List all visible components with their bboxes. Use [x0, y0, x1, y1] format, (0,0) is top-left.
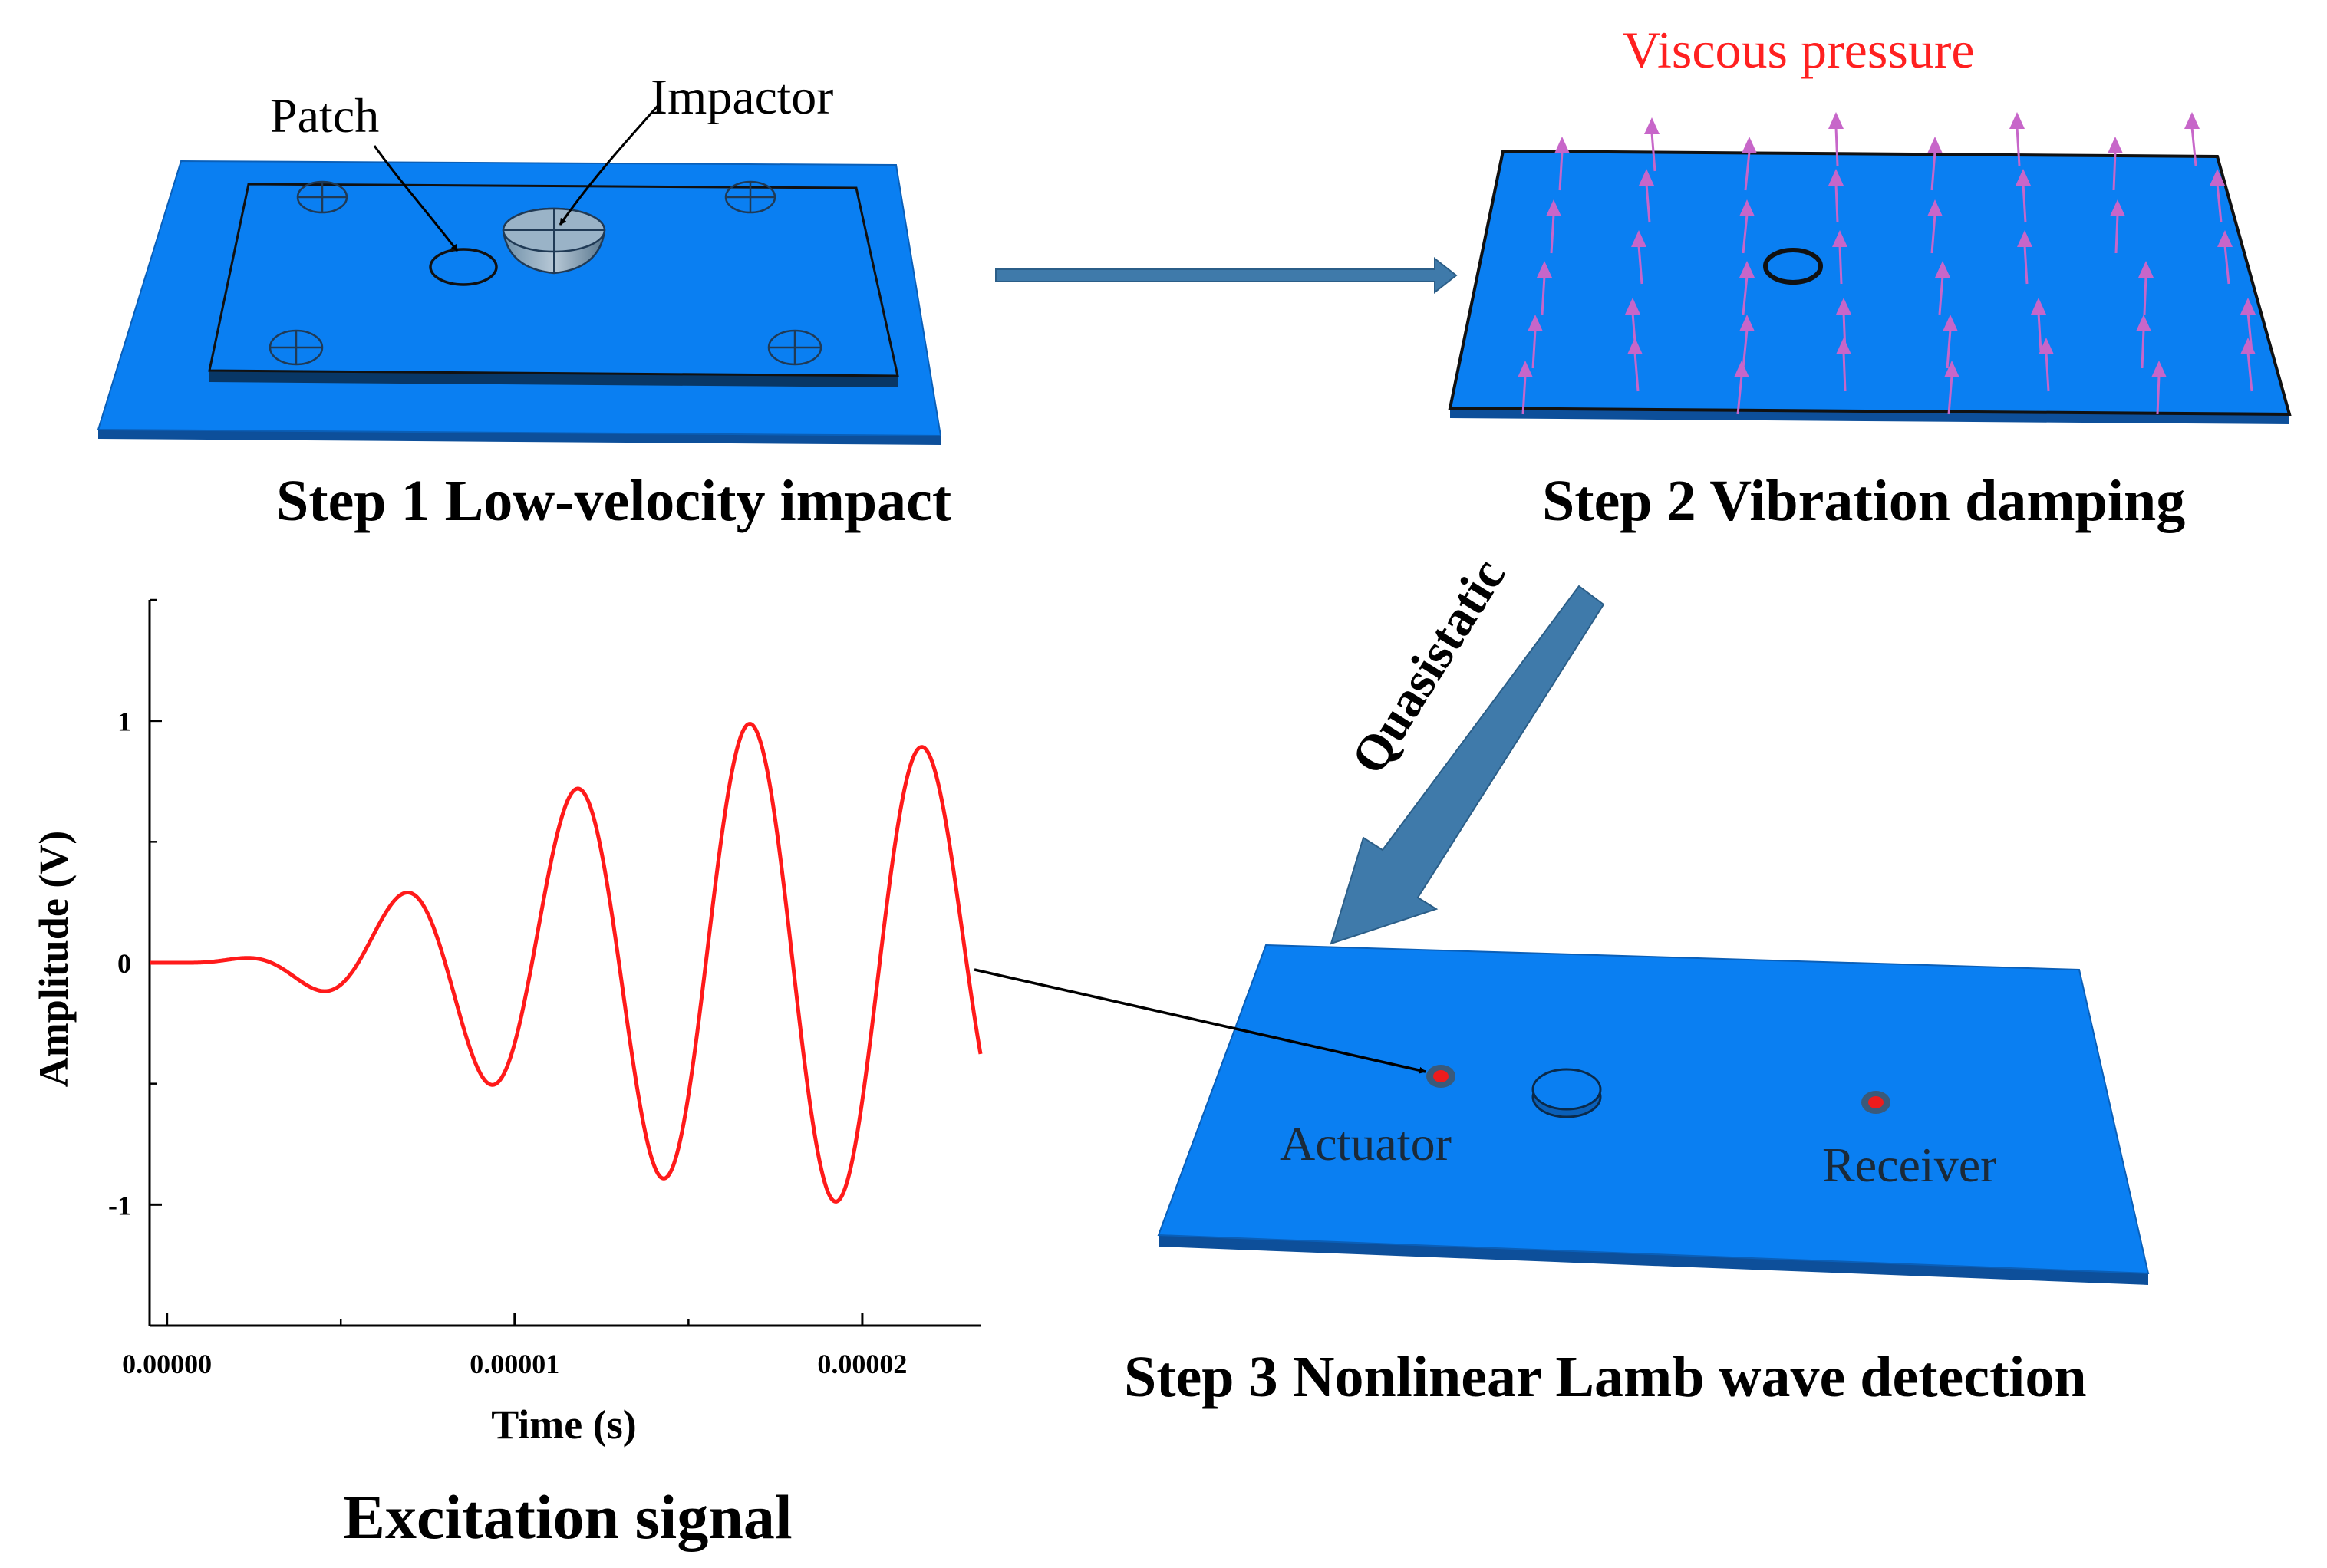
pressure-arrow-icon: [1644, 117, 1660, 172]
x-tick-label: 0.00000: [122, 1349, 212, 1379]
actuator-label: Actuator: [1280, 1116, 1452, 1171]
pressure-arrow-icon: [2210, 169, 2225, 223]
pressure-arrow-icon: [1546, 199, 1561, 254]
step3-plate: [1157, 944, 2150, 1275]
pressure-arrow-icon: [2151, 361, 2167, 415]
pressure-arrow-icon: [1631, 230, 1646, 285]
receiver-icon: [1861, 1091, 1890, 1114]
pressure-arrow-icon: [1742, 137, 1757, 191]
pressure-arrow-icon: [1734, 361, 1749, 415]
pressure-arrow-icon: [1537, 261, 1552, 315]
x-tick-label: 0.00001: [470, 1349, 559, 1379]
step1-base-plate-edge: [98, 430, 941, 445]
y-tick-label: 0: [117, 948, 131, 979]
chart-title: Excitation signal: [343, 1482, 792, 1552]
step2-caption: Step 2 Vibration damping: [1542, 469, 2185, 533]
y-tick-label: 1: [117, 707, 131, 737]
pressure-arrow-icon: [1627, 338, 1643, 392]
patch-icon: [429, 248, 498, 286]
pressure-arrow-icon: [1927, 199, 1943, 254]
damage-patch-icon: [1531, 1068, 1602, 1118]
pressure-arrow-icon: [1739, 261, 1755, 315]
pressure-arrow-icon: [2138, 261, 2154, 315]
pressure-arrow-icon: [1927, 137, 1943, 191]
pressure-arrow-icon: [1554, 137, 1570, 191]
patch-label: Patch: [270, 88, 379, 143]
pressure-arrow-icon: [1836, 338, 1851, 392]
pressure-arrow-icon: [1828, 169, 1844, 223]
chart-ticks: 0.00000 0.00001 0.00002 -1 0 1: [108, 598, 907, 1379]
impactor-leader: [559, 103, 661, 226]
pressure-arrow-icon: [1935, 261, 1950, 315]
pressure-arrow-icon: [2031, 298, 2046, 352]
pressure-arrow-icon: [1739, 315, 1755, 369]
pressure-arrow-icon: [2136, 315, 2151, 369]
quasistatic-arrow: Quasistatic: [1330, 549, 1605, 945]
viscous-pressure-label: Viscous pressure: [1623, 21, 1975, 79]
impactor-icon: [502, 207, 606, 275]
quasistatic-arrow-shape: [1330, 585, 1605, 945]
step3-caption: Step 3 Nonlinear Lamb wave detection: [1124, 1345, 2087, 1409]
chart-xlabel: Time (s): [491, 1402, 636, 1448]
pressure-arrow-icon: [1943, 315, 1958, 369]
pressure-arrow-icon: [2017, 230, 2032, 285]
x-tick-label: 0.00002: [817, 1349, 907, 1379]
pressure-arrow-icon: [1528, 315, 1543, 369]
pressure-arrow-icon: [1832, 230, 1847, 285]
signal-to-actuator-arrow: [974, 968, 1426, 1074]
chart-ylabel: Amplitude (V): [31, 831, 77, 1088]
y-tick-label: -1: [108, 1190, 131, 1220]
step1-laminate: [208, 183, 899, 377]
actuator-icon: [1426, 1065, 1455, 1088]
pressure-arrow-icon: [2039, 338, 2054, 392]
step3-panel: Actuator Receiver Step 3 Nonlinear Lamb …: [1124, 944, 2150, 1409]
flow-arrow-right: [995, 256, 1458, 295]
pressure-arrow-icon: [1828, 112, 1844, 166]
pressure-arrow-icon: [2009, 112, 2025, 166]
step3-plate-edge: [1159, 1235, 2148, 1285]
pressure-arrow-icon: [1518, 361, 1533, 415]
pressure-arrow-icon: [2016, 169, 2031, 223]
receiver-label: Receiver: [1822, 1138, 1996, 1192]
damage-icon: [1763, 248, 1823, 285]
pressure-arrow-icon: [1739, 199, 1755, 254]
step2-plate-edge: [1450, 408, 2289, 424]
pressure-arrow-icon: [1639, 169, 1654, 223]
step1-panel: Patch Impactor Step 1 Low-velocity impac…: [97, 69, 951, 533]
clamp-icon: [269, 180, 822, 366]
impactor-label: Impactor: [651, 69, 833, 125]
step1-caption: Step 1 Low-velocity impact: [276, 469, 951, 533]
step2-plate: [1448, 149, 2292, 417]
step2-panel: Viscous pressure Step 2 Vibration dampin…: [1448, 21, 2292, 533]
pressure-arrow-icon: [2240, 338, 2256, 392]
pressure-arrow-icon: [2217, 230, 2233, 285]
pressure-arrow-icon: [2108, 137, 2123, 191]
excitation-chart: 0.00000 0.00001 0.00002 -1 0 1 Time (s) Ampli…: [31, 598, 983, 1552]
viscous-pressure-arrows: [1518, 112, 2256, 415]
patch-leader: [373, 145, 459, 252]
pressure-arrow-icon: [2184, 112, 2200, 166]
pressure-arrow-icon: [2110, 199, 2125, 254]
pressure-arrow-icon: [1944, 361, 1959, 415]
excitation-signal-line: [150, 722, 983, 1204]
